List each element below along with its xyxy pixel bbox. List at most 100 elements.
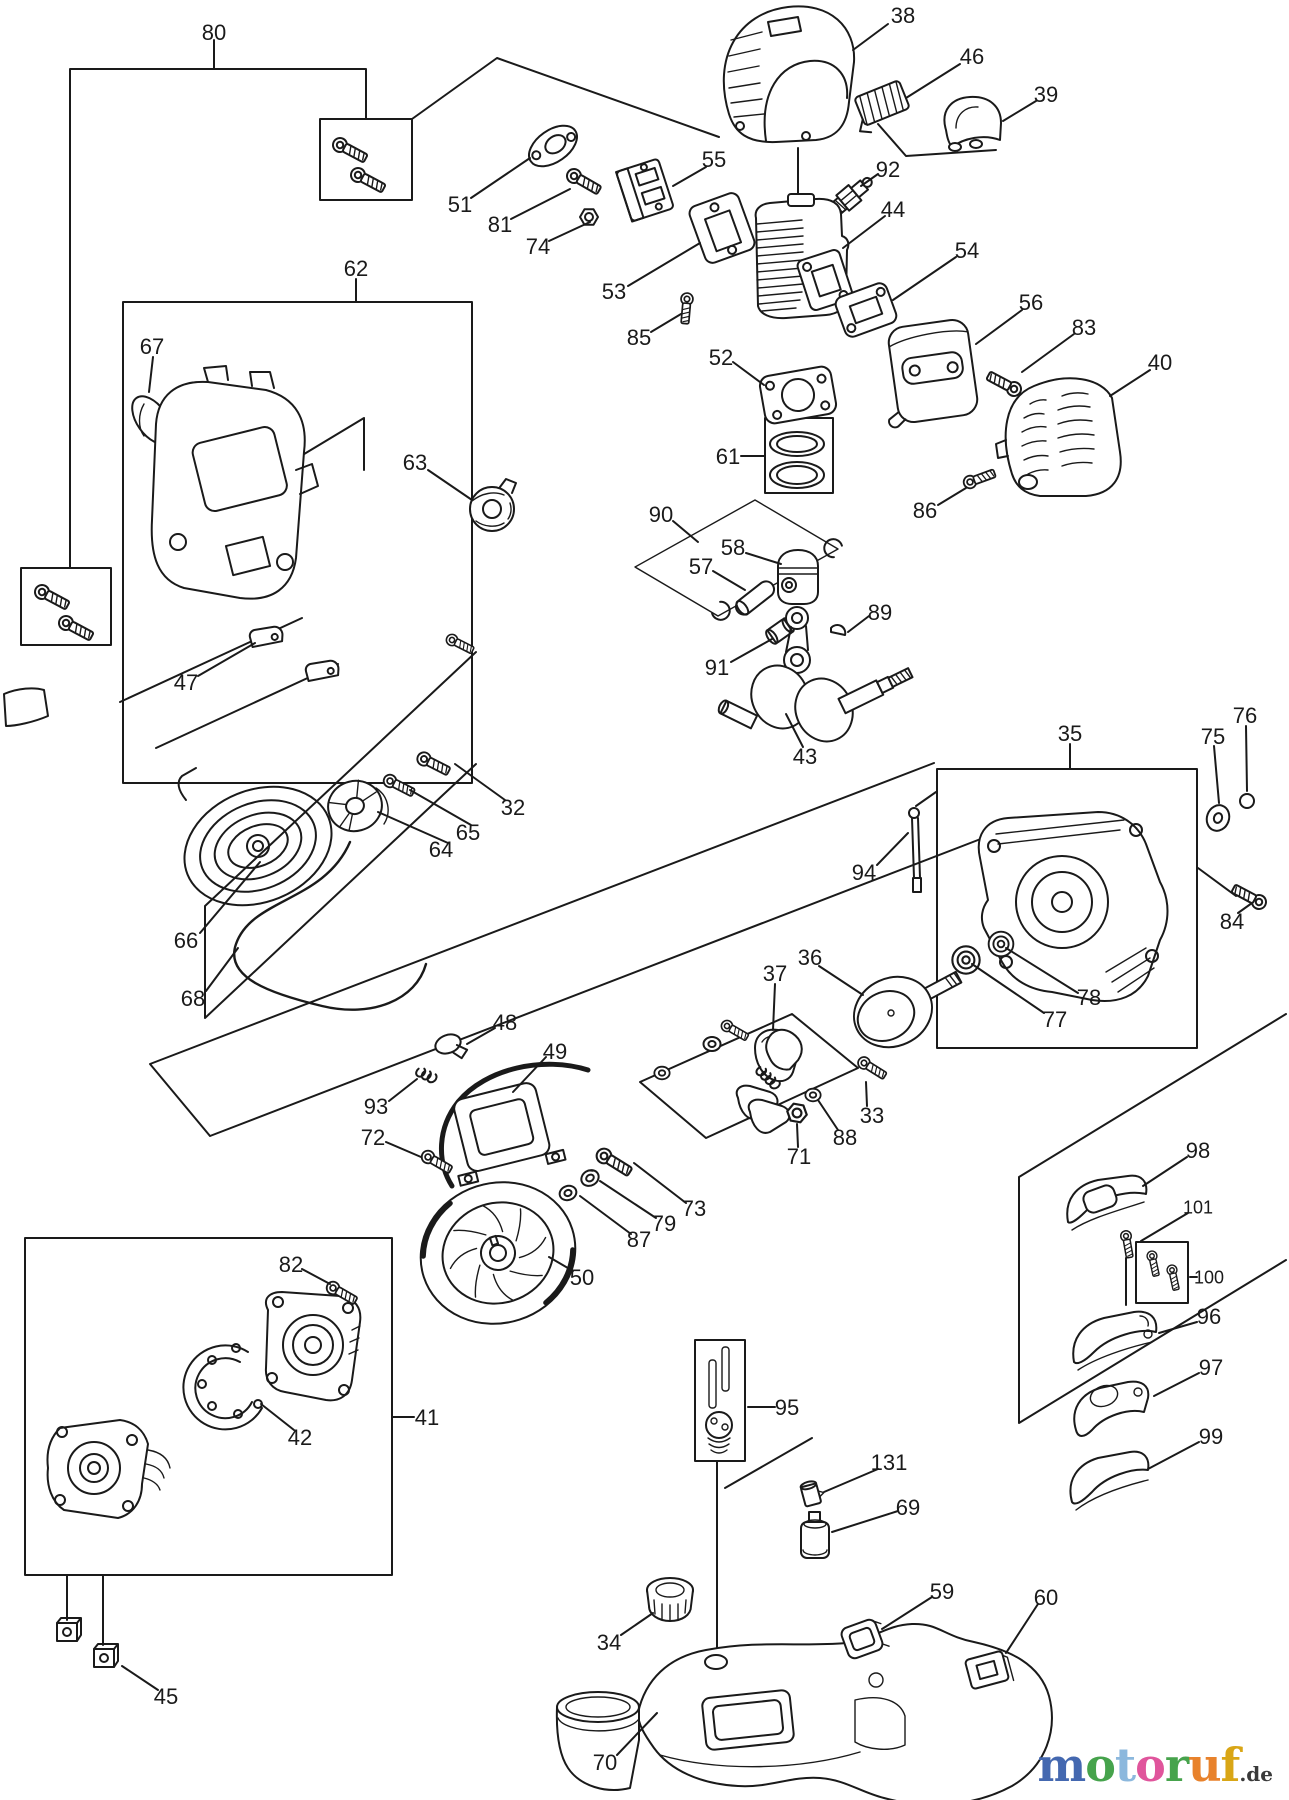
leader-87 bbox=[579, 1195, 632, 1235]
part-label-131: 131 bbox=[871, 1450, 908, 1475]
part-label-53: 53 bbox=[602, 279, 626, 304]
logo-letter: o bbox=[1135, 1738, 1166, 1792]
cylinder-base-gasket-art bbox=[758, 365, 838, 425]
part-label-80: 80 bbox=[202, 20, 226, 45]
part-label-34: 34 bbox=[597, 1630, 621, 1655]
fuel-line-clip-131 bbox=[799, 1480, 825, 1508]
leader-79 bbox=[599, 1180, 657, 1219]
screw-80d bbox=[55, 612, 96, 644]
leader-53 bbox=[627, 242, 701, 287]
lock-washer-79 bbox=[580, 1169, 600, 1187]
screw-83 bbox=[984, 368, 1025, 400]
leader-71 bbox=[796, 1123, 799, 1148]
part-label-56: 56 bbox=[1019, 290, 1043, 315]
leader-lines bbox=[121, 23, 1253, 1756]
leader-77 bbox=[971, 963, 1045, 1014]
leader-52 bbox=[732, 361, 765, 386]
leader-94 bbox=[876, 832, 909, 866]
part-label-74: 74 bbox=[526, 234, 550, 259]
muffler-art bbox=[887, 318, 979, 429]
screw-32b bbox=[443, 631, 477, 657]
bolt-73 bbox=[592, 1144, 635, 1180]
part-label-94: 94 bbox=[852, 860, 876, 885]
part-label-89: 89 bbox=[868, 600, 892, 625]
part-label-79: 79 bbox=[652, 1211, 676, 1236]
logo-letter: o bbox=[1085, 1738, 1116, 1792]
part-label-84: 84 bbox=[1220, 909, 1244, 934]
leader-40 bbox=[1109, 369, 1151, 397]
leader-44 bbox=[842, 215, 886, 249]
part-label-67: 67 bbox=[140, 334, 164, 359]
choke-cover-art bbox=[943, 95, 1002, 152]
site-logo[interactable]: motoruf.de bbox=[1038, 1738, 1273, 1792]
piston-art bbox=[777, 549, 819, 605]
leader-92 bbox=[860, 173, 879, 187]
leader-37 bbox=[772, 983, 776, 1031]
clutch-spring-art bbox=[755, 1066, 781, 1090]
starter-pawl-art bbox=[248, 625, 340, 683]
leader-89 bbox=[847, 615, 870, 633]
leader-90 bbox=[672, 520, 699, 543]
logo-letter: u bbox=[1188, 1738, 1221, 1792]
washer-clutch bbox=[702, 1036, 722, 1052]
leader-48 bbox=[466, 1027, 496, 1045]
part-label-63: 63 bbox=[403, 450, 427, 475]
part-label-48: 48 bbox=[493, 1010, 517, 1035]
leader-50 bbox=[548, 1256, 574, 1272]
crankcase-half-left-art bbox=[46, 1419, 171, 1519]
leader-72 bbox=[385, 1141, 422, 1158]
screw-100b bbox=[1165, 1263, 1182, 1292]
leader-58 bbox=[745, 552, 782, 565]
leader-78 bbox=[1005, 947, 1079, 994]
part-label-77: 77 bbox=[1043, 1007, 1067, 1032]
logo-letter: t bbox=[1114, 1738, 1136, 1792]
square-nuts-45 bbox=[56, 1617, 119, 1668]
crankcase-half-right-art bbox=[264, 1291, 362, 1402]
shaft-clamp-98 bbox=[1066, 1174, 1148, 1231]
part-label-75: 75 bbox=[1201, 724, 1225, 749]
part-label-101: 101 bbox=[1183, 1197, 1213, 1217]
air-filter-element-art bbox=[854, 80, 910, 134]
part-label-64: 64 bbox=[429, 837, 453, 862]
part-label-95: 95 bbox=[775, 1395, 799, 1420]
intake-gasket-art bbox=[528, 124, 578, 168]
leader-64 bbox=[377, 811, 449, 844]
starter-housing-art bbox=[150, 365, 319, 600]
leader-97 bbox=[1153, 1372, 1200, 1397]
logo-letter: f bbox=[1220, 1738, 1241, 1792]
leader-70 bbox=[616, 1712, 658, 1756]
part-label-81: 81 bbox=[488, 212, 512, 237]
leader-131 bbox=[823, 1468, 879, 1493]
part-label-49: 49 bbox=[543, 1039, 567, 1064]
screws-80-right-box bbox=[319, 118, 413, 201]
part-label-70: 70 bbox=[593, 1750, 617, 1775]
leader-51 bbox=[470, 157, 531, 199]
part-label-42: 42 bbox=[288, 1425, 312, 1450]
part-label-45: 45 bbox=[154, 1684, 178, 1709]
screw-100a bbox=[1145, 1249, 1162, 1278]
woodruff-key-art bbox=[830, 624, 847, 636]
leader-59 bbox=[881, 1596, 933, 1630]
grommet-59 bbox=[840, 1618, 890, 1660]
leader-34 bbox=[620, 1612, 654, 1636]
leader-69 bbox=[831, 1510, 899, 1533]
part-label-83: 83 bbox=[1072, 315, 1096, 340]
logo-letter: m bbox=[1037, 1738, 1087, 1792]
leader-47 bbox=[197, 642, 256, 677]
part-label-68: 68 bbox=[181, 986, 205, 1011]
leader-36 bbox=[818, 965, 864, 996]
clutch-drum-art bbox=[853, 970, 963, 1049]
part-label-46: 46 bbox=[960, 44, 984, 69]
clamp-96 bbox=[1072, 1310, 1158, 1371]
leader-38 bbox=[852, 23, 889, 51]
leader-65 bbox=[409, 789, 472, 826]
leader-82 bbox=[301, 1268, 331, 1285]
part-label-55: 55 bbox=[702, 147, 726, 172]
ball-bearing-78 bbox=[987, 930, 1015, 958]
leader-54 bbox=[892, 256, 957, 301]
part-label-35: 35 bbox=[1058, 721, 1082, 746]
leader-74 bbox=[548, 221, 591, 242]
leader-88 bbox=[817, 1099, 839, 1131]
